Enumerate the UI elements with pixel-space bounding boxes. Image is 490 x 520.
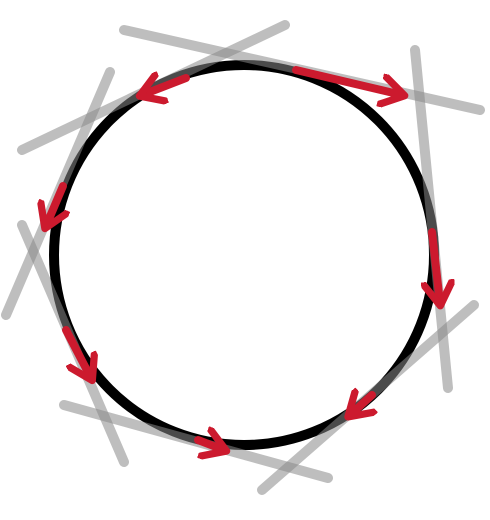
arrow-bottom [194,440,224,450]
arrow-bottom-right [350,395,372,415]
arrow-top-left [142,78,190,95]
arrow-right [432,228,440,303]
arrow-lower-left [62,326,91,378]
tangent-lines [1,20,485,495]
arrow-left [46,182,63,226]
tangent-arrows [46,66,440,450]
arrow-top-right [292,66,402,95]
